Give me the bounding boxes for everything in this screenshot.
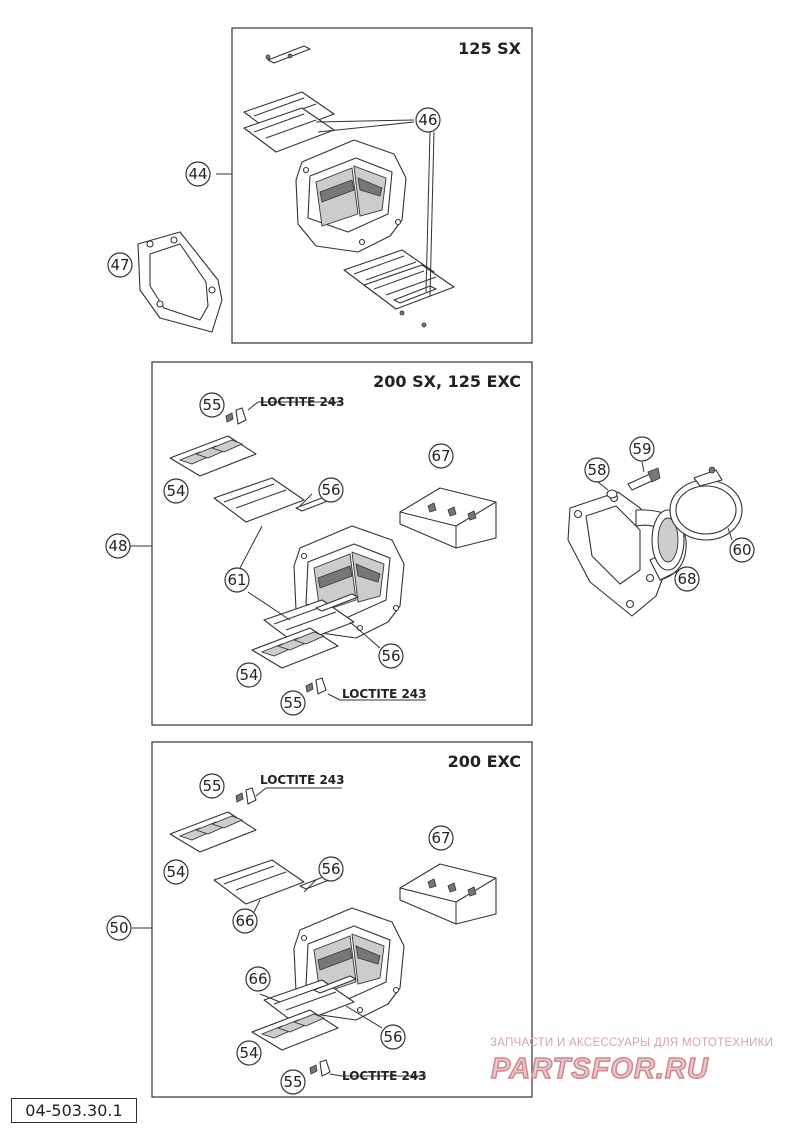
svg-text:55: 55: [202, 396, 221, 414]
intake-manifold-parts: [567, 461, 743, 617]
svg-text:56: 56: [321, 860, 340, 878]
svg-text:54: 54: [166, 863, 185, 881]
callout-56: 56: [318, 856, 344, 882]
svg-text:55: 55: [283, 1073, 302, 1091]
loctite-note-2: LOCTITE 243: [342, 687, 427, 701]
svg-text:56: 56: [321, 481, 340, 499]
svg-text:68: 68: [677, 570, 696, 588]
callout-54: 54: [163, 478, 189, 504]
callout-55: 55: [199, 392, 225, 418]
callout-66: 66: [245, 966, 271, 992]
svg-text:67: 67: [431, 447, 450, 465]
svg-text:48: 48: [108, 537, 127, 555]
callout-47: 47: [107, 252, 133, 278]
callout-56: 56: [380, 1024, 406, 1050]
callout-56: 56: [318, 477, 344, 503]
watermark-logo: PARTSFOR.RU: [491, 1053, 709, 1085]
svg-text:56: 56: [381, 647, 400, 665]
loctite-note-4: LOCTITE 243: [342, 1069, 427, 1083]
callout-54: 54: [236, 662, 262, 688]
callout-56: 56: [378, 643, 404, 669]
svg-text:66: 66: [248, 970, 267, 988]
panel-125sx-frame: [231, 27, 533, 344]
svg-text:54: 54: [239, 1044, 258, 1062]
svg-text:58: 58: [587, 461, 606, 479]
diagram-code: 04-503.30.1: [11, 1098, 137, 1123]
callout-44: 44: [185, 161, 211, 187]
callout-50: 50: [106, 915, 132, 941]
callout-61: 61: [224, 567, 250, 593]
callout-54: 54: [236, 1040, 262, 1066]
svg-text:50: 50: [109, 919, 128, 937]
callout-66: 66: [232, 908, 258, 934]
callout-46: 46: [415, 107, 441, 133]
callout-68: 68: [674, 566, 700, 592]
callout-60: 60: [729, 537, 755, 563]
panel-125sx-parts: [137, 45, 455, 333]
svg-text:56: 56: [383, 1028, 402, 1046]
panel-200exc-title: 200 EXC: [448, 752, 521, 771]
panel-200sx-parts: [130, 401, 497, 701]
svg-text:60: 60: [732, 541, 751, 559]
callout-55: 55: [280, 690, 306, 716]
svg-text:59: 59: [632, 440, 651, 458]
panel-200exc-parts: [132, 787, 497, 1077]
svg-text:61: 61: [227, 571, 246, 589]
callout-48: 48: [105, 533, 131, 559]
svg-text:66: 66: [235, 912, 254, 930]
loctite-note-3: LOCTITE 243: [260, 773, 345, 787]
callout-55: 55: [280, 1069, 306, 1095]
callout-67: 67: [428, 443, 454, 469]
callout-59: 59: [629, 436, 655, 462]
callout-55: 55: [199, 773, 225, 799]
callout-58: 58: [584, 457, 610, 483]
svg-text:55: 55: [202, 777, 221, 795]
svg-text:44: 44: [188, 165, 207, 183]
svg-text:46: 46: [418, 111, 437, 129]
panel-200sx-title: 200 SX, 125 EXC: [373, 372, 521, 391]
callout-54: 54: [163, 859, 189, 885]
svg-text:47: 47: [110, 256, 129, 274]
loctite-note-1: LOCTITE 243: [260, 395, 345, 409]
svg-text:67: 67: [431, 829, 450, 847]
svg-text:55: 55: [283, 694, 302, 712]
panel-125sx-title: 125 SX: [458, 39, 521, 58]
svg-text:54: 54: [239, 666, 258, 684]
panel-200exc-frame: [151, 741, 533, 1098]
svg-text:54: 54: [166, 482, 185, 500]
watermark-tagline: ЗАПЧАСТИ И АКСЕССУАРЫ ДЛЯ МОТОТЕХНИКИ: [490, 1037, 773, 1049]
callout-67: 67: [428, 825, 454, 851]
panel-200sx-frame: [151, 361, 533, 726]
